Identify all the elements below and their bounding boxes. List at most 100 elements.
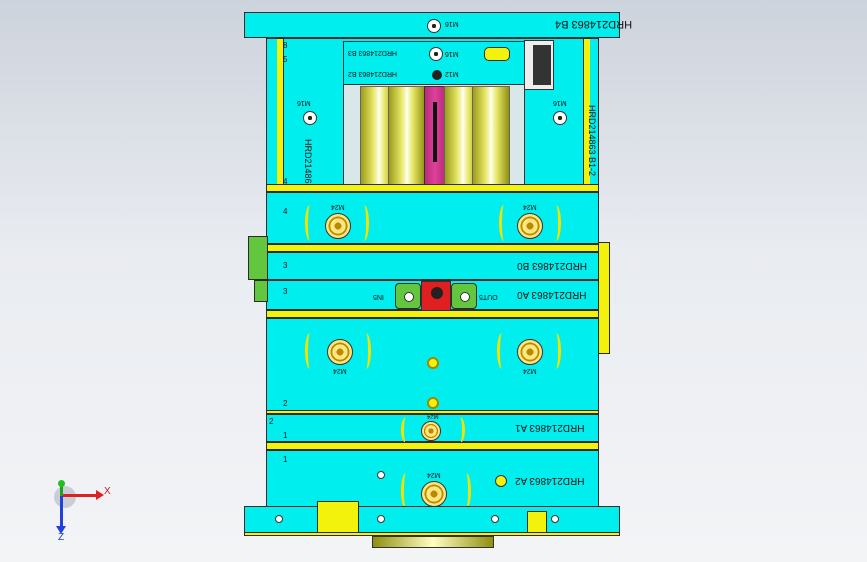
cooling-port-out[interactable]	[451, 283, 477, 309]
out-port-label: OUT5	[479, 293, 498, 300]
m24-label-1: M24	[331, 203, 345, 210]
port-out-icon	[460, 292, 470, 302]
m24-label-3: M24	[333, 367, 347, 374]
bolt-guard-icon	[551, 333, 561, 369]
connector-body	[533, 45, 551, 85]
plate-a1[interactable]: 2 1 M24 HRD214863 A1	[266, 413, 599, 443]
bottom-rail-left	[317, 501, 359, 535]
marker-5: 5	[283, 55, 288, 64]
screw-hole-icon	[491, 515, 499, 523]
marker-3-lower: 3	[283, 287, 288, 296]
m16-bolt-icon	[427, 19, 441, 33]
z-arrowhead-icon	[56, 526, 66, 534]
marker-2-lower: 2	[269, 417, 274, 426]
plate-a1-label: HRD214863 A1	[515, 422, 585, 433]
bolt-guard-icon	[359, 205, 369, 241]
screw-hole-icon	[275, 515, 283, 523]
guide-pin-icon	[427, 357, 439, 369]
locating-ring[interactable]	[372, 536, 494, 548]
plate-b0[interactable]: 3 HRD214863 B0	[266, 252, 599, 280]
screw-hole-icon	[551, 515, 559, 523]
separator-5	[266, 442, 599, 450]
guide-pin-icon	[427, 397, 439, 409]
z-axis-label: Z	[58, 532, 65, 543]
m24-label-5: M24	[427, 413, 439, 419]
side-connector[interactable]	[524, 40, 554, 90]
plate-a0[interactable]: 3 IN5 OUT5 HRD214863 A0	[266, 280, 599, 311]
m16-label-right: M16	[553, 99, 567, 106]
m24-label-4: M24	[523, 367, 537, 374]
x-axis-arrow-icon	[62, 494, 98, 497]
m24-bolt-icon-6	[421, 481, 447, 507]
separator-1	[266, 184, 599, 192]
plate-b1-2-label: HRD214863 B1-2	[587, 105, 597, 177]
plate-a2[interactable]: 1 M24 HRD214863 A2	[266, 450, 599, 510]
z-axis-arrow-icon	[60, 496, 63, 528]
m16-bolt-icon-b3	[429, 47, 443, 61]
m24-bolt-icon-2	[517, 213, 543, 239]
pin-icon	[495, 475, 507, 487]
plate-b0-label: HRD214863 B0	[517, 260, 588, 271]
side-rail-right	[598, 242, 610, 354]
x-arrowhead-icon	[96, 490, 104, 500]
plate-a-main[interactable]: M24 M24 2	[266, 318, 599, 414]
bolt-guard-icon	[305, 205, 315, 241]
plate-a2-label: HRD214863 A2	[515, 475, 585, 486]
rail-left	[277, 39, 284, 189]
bolt-guard-icon	[305, 333, 315, 369]
sprue-block[interactable]	[421, 281, 451, 311]
insert-block[interactable]: HRD214863 B3 M16 HRD214863 B2 M12	[343, 41, 525, 191]
separator-3	[266, 310, 599, 318]
side-block-left-upper[interactable]	[248, 236, 268, 280]
m16-bolt-icon-left	[303, 111, 317, 125]
m24-label-6: M24	[427, 471, 441, 478]
triad-center-icon	[54, 486, 76, 508]
marker-8: 8	[283, 41, 288, 50]
plate-b4[interactable]: HRD214863 B4 M16	[244, 12, 632, 38]
m12-bolt-icon	[432, 70, 442, 80]
m24-bolt-icon-5	[421, 421, 441, 441]
sprue-icon	[431, 287, 443, 299]
screw-hole-icon	[377, 515, 385, 523]
marker-4-upper: 4	[283, 177, 288, 186]
m12-label: M12	[445, 70, 459, 77]
rail-right	[583, 39, 590, 189]
cooling-port-in[interactable]	[395, 283, 421, 309]
mold-assembly[interactable]: HRD214863 B4 M16 8 5 4 M16 HRD214863 B1-…	[244, 12, 632, 548]
m16-bolt-icon-right	[553, 111, 567, 125]
bottom-base[interactable]	[244, 501, 620, 535]
separator-2	[266, 244, 599, 252]
bolt-guard-icon	[461, 473, 471, 509]
plate-a0-label: HRD214863 A0	[517, 289, 587, 300]
marker-3-upper: 3	[283, 261, 288, 270]
plate-b2-label: HRD214863 B2	[348, 70, 398, 77]
plate-b3[interactable]: HRD214863 B3 M16	[344, 42, 524, 67]
separator-4	[266, 410, 599, 414]
bolt-guard-icon	[455, 417, 465, 443]
slot-feature	[484, 47, 510, 61]
m24-label-2: M24	[523, 203, 537, 210]
bolt-guard-icon	[401, 473, 411, 509]
y-axis-arrow-icon	[60, 482, 63, 496]
cylinder-4	[472, 86, 510, 190]
axis-triad: X Z	[48, 480, 118, 544]
port-in-icon	[404, 292, 414, 302]
y-axis-tip-icon	[58, 480, 65, 487]
m16-label-top: M16	[445, 20, 459, 27]
m24-bolt-icon-3	[327, 339, 353, 365]
in-port-label: IN5	[373, 293, 384, 300]
plate-b2[interactable]: HRD214863 B2 M12	[344, 66, 524, 85]
bolt-guard-icon	[497, 333, 507, 369]
plate-4[interactable]: 4 M24 M24	[266, 192, 599, 244]
side-block-left-lower[interactable]	[254, 280, 268, 302]
m24-bolt-icon-1	[325, 213, 351, 239]
center-pin-core	[433, 102, 437, 162]
marker-2-upper: 2	[283, 399, 288, 408]
screw-hole-icon	[377, 471, 385, 479]
marker-1-lower: 1	[283, 455, 288, 464]
bolt-guard-icon	[551, 205, 561, 241]
x-axis-label: X	[104, 486, 111, 497]
m16-label-b3: M16	[445, 50, 459, 57]
cylinder-2	[388, 86, 426, 190]
bottom-edge	[244, 532, 620, 536]
